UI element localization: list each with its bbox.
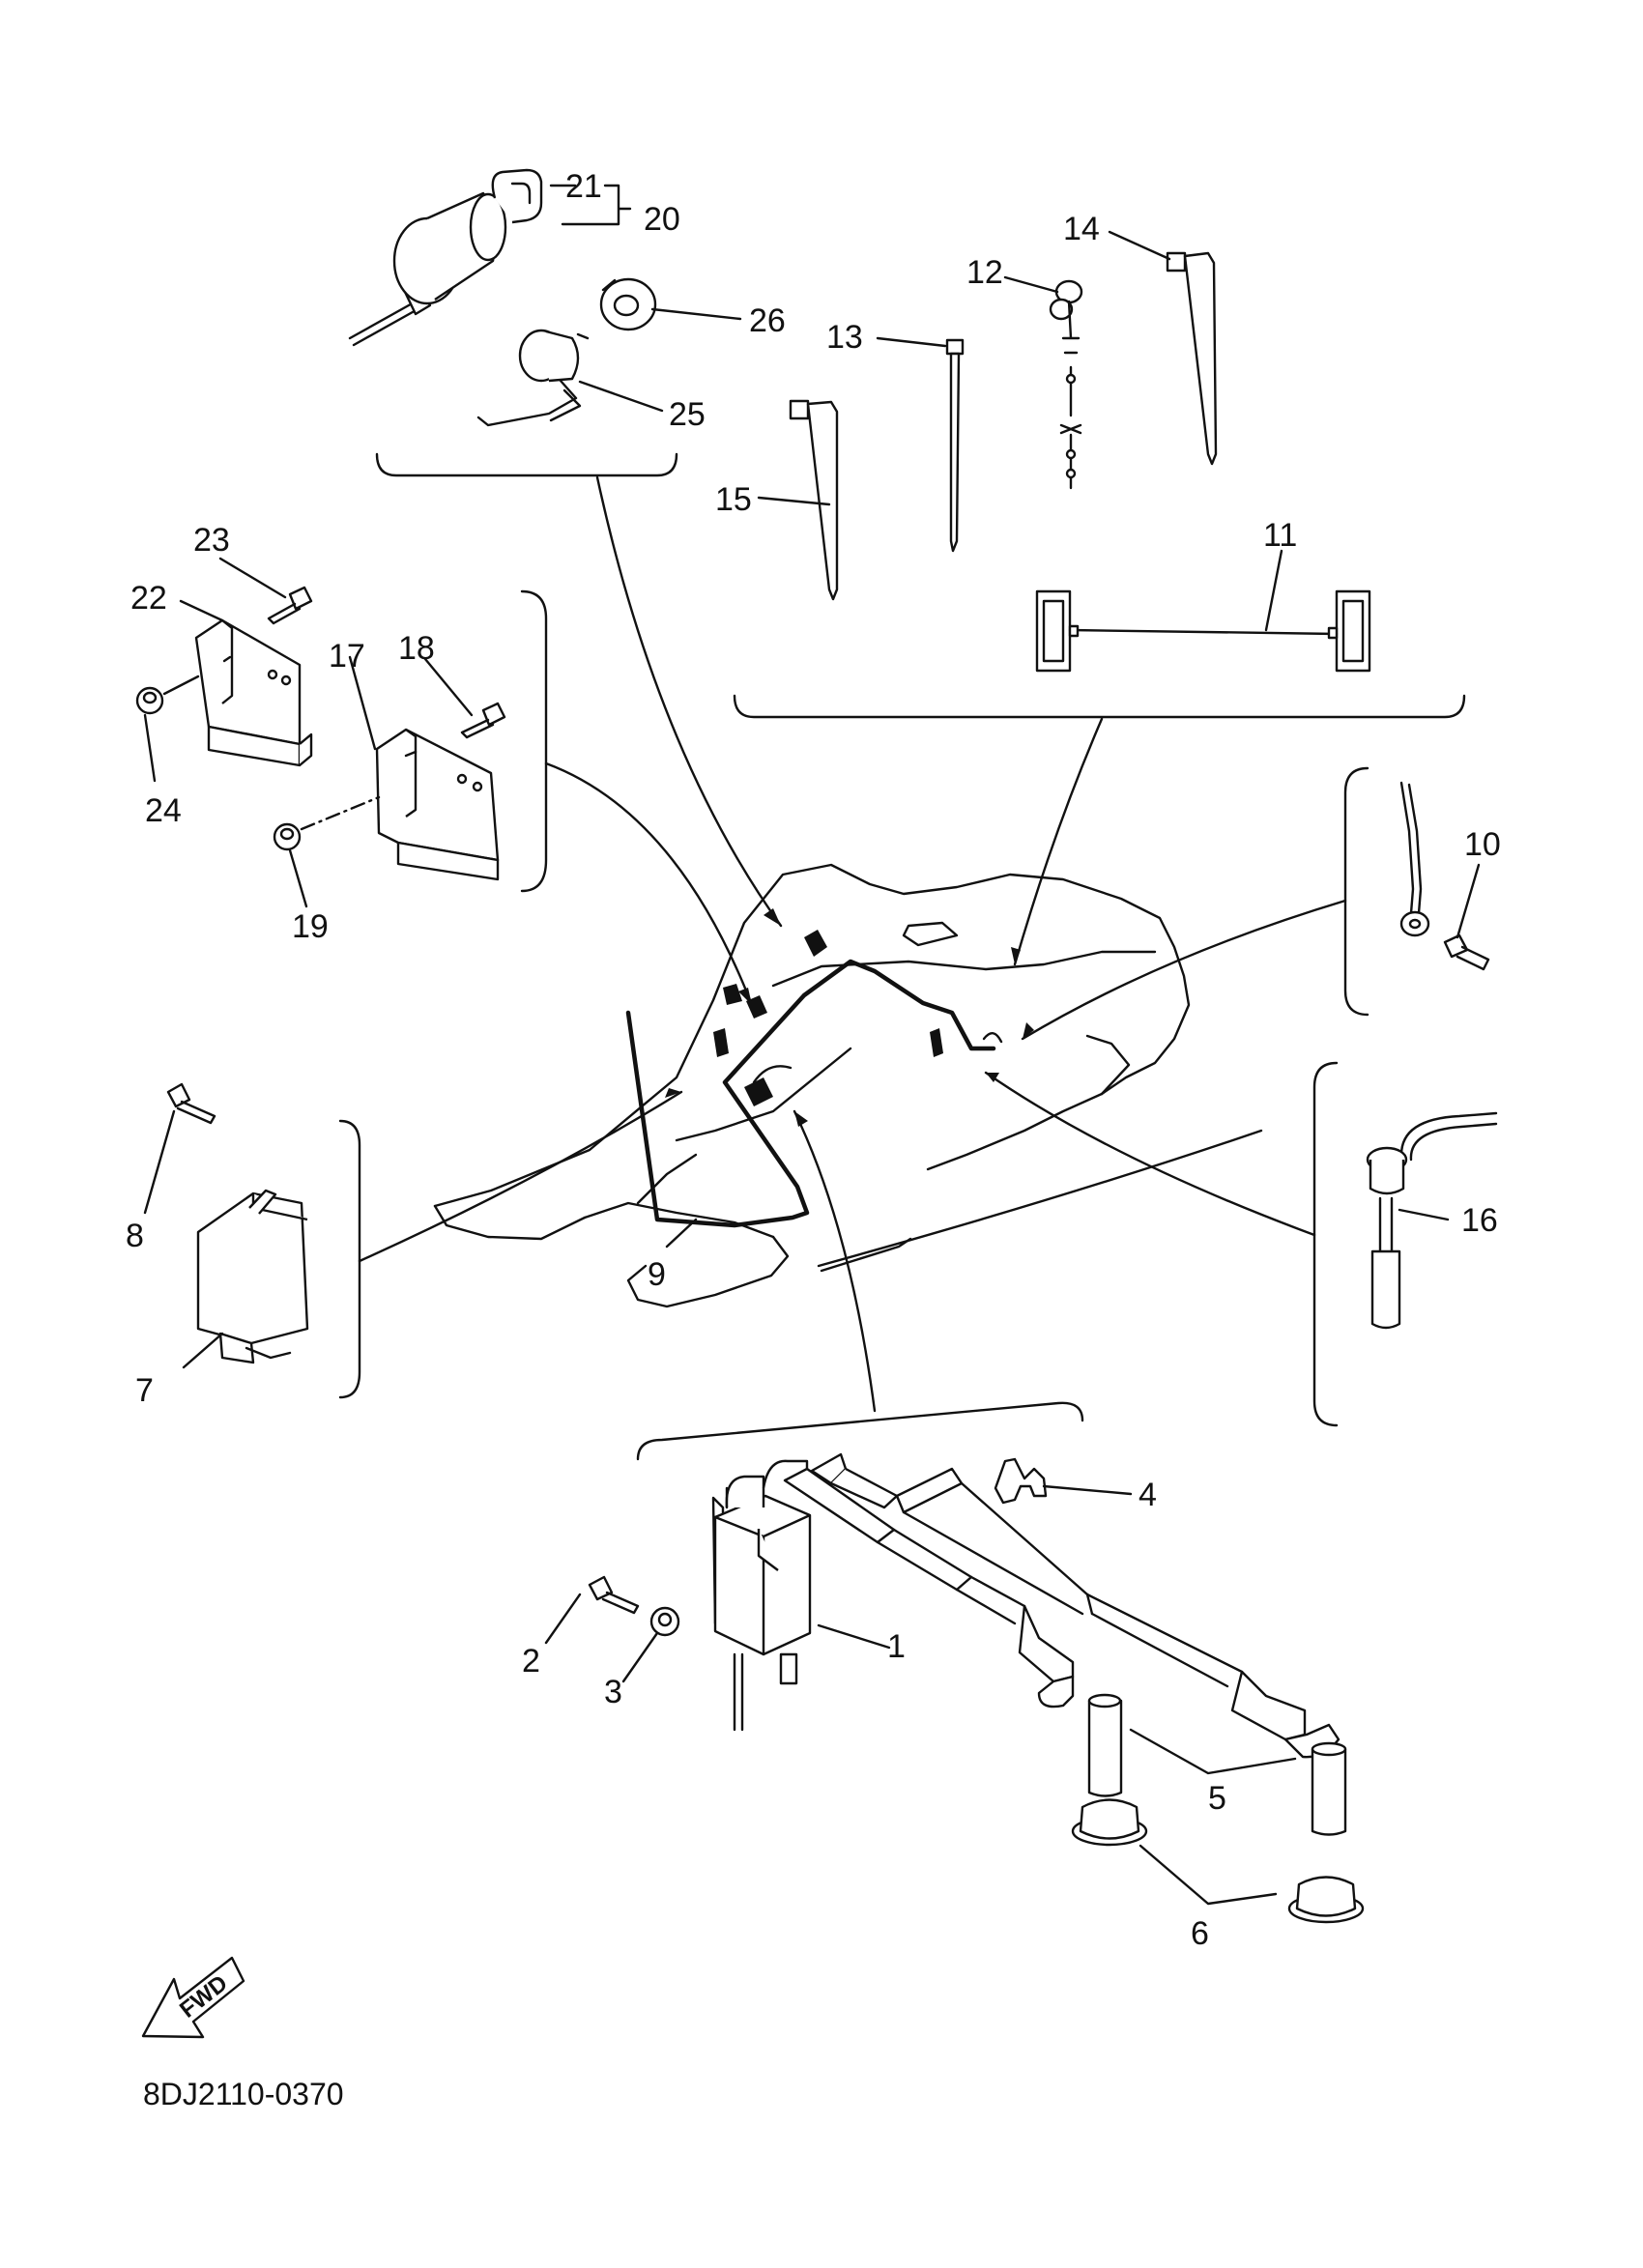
battery-bolt-10 <box>1443 933 1490 971</box>
harness-connectors <box>713 930 1003 1106</box>
callout-25: 25 <box>669 396 706 433</box>
cdi-nut-19 <box>273 795 381 851</box>
rectifier-7 <box>196 1189 309 1364</box>
callout-5: 5 <box>1208 1780 1226 1817</box>
hull-body <box>433 863 1191 1308</box>
coil-washer-3 <box>649 1606 680 1637</box>
callout-18: 18 <box>398 630 435 667</box>
wire-band-long <box>1035 589 1371 673</box>
plastic-band-15 <box>789 399 839 601</box>
callout-19: 19 <box>292 908 329 945</box>
callout-14: 14 <box>1063 211 1100 247</box>
cdi-screw-23 <box>267 586 313 625</box>
callout-12: 12 <box>966 254 1003 291</box>
battery-cable-10 <box>1399 781 1430 937</box>
group-brackets <box>338 452 1466 1461</box>
callout-6: 6 <box>1191 1915 1209 1952</box>
callout-26: 26 <box>749 302 786 339</box>
plug-cover-6 <box>1071 1798 1365 1924</box>
main-switch-assembly <box>348 191 519 347</box>
safety-lanyard-clip <box>491 168 543 224</box>
lead-holder-4 <box>994 1457 1048 1505</box>
callout-20: 20 <box>644 201 680 238</box>
drawing-code: 8DJ2110-0370 <box>143 2077 344 2111</box>
callout-3: 3 <box>604 1674 622 1710</box>
coil-screw-2 <box>588 1575 640 1615</box>
plastic-band-13 <box>945 338 965 553</box>
rectifier-screw-8 <box>166 1082 216 1125</box>
group-leaders <box>358 475 1347 1413</box>
callout-2: 2 <box>522 1643 540 1679</box>
callout-11: 11 <box>1263 517 1297 554</box>
sensor-16 <box>1366 1111 1498 1330</box>
callout-8: 8 <box>126 1218 144 1254</box>
callout-24: 24 <box>145 792 182 829</box>
cable-clamp-12 <box>1049 279 1083 490</box>
ignition-coil-1 <box>711 1459 812 1732</box>
cdi-unit-17 <box>375 728 500 881</box>
callout-13: 13 <box>826 319 863 356</box>
callout-leaders <box>143 184 1481 1906</box>
high-tension-lead-a <box>783 1467 1075 1708</box>
cdi-unit-22 <box>194 618 313 767</box>
stop-switch <box>476 329 590 427</box>
cdi-nut-24 <box>135 675 200 715</box>
callout-4: 4 <box>1139 1477 1157 1513</box>
callout-15: 15 <box>715 481 752 518</box>
plug-cap-5 <box>1087 1693 1347 1836</box>
callout-21: 21 <box>565 168 602 205</box>
cdi-screw-18 <box>460 702 506 739</box>
callout-22: 22 <box>130 580 167 617</box>
plastic-band-14 <box>1166 251 1218 466</box>
callout-numbers: 1 2 3 4 5 6 7 8 9 10 11 12 13 14 15 16 1… <box>126 168 1501 1952</box>
callout-17: 17 <box>329 638 365 675</box>
wire-harness <box>625 959 996 1228</box>
callout-7: 7 <box>135 1372 154 1409</box>
callout-1: 1 <box>887 1628 906 1665</box>
callout-9: 9 <box>648 1256 666 1293</box>
high-tension-lead-b <box>810 1452 1340 1759</box>
callout-23: 23 <box>193 522 230 559</box>
callout-16: 16 <box>1461 1202 1498 1239</box>
switch-cap <box>599 277 657 331</box>
forward-arrow: FWD <box>141 1956 245 2039</box>
callout-10: 10 <box>1464 826 1501 863</box>
